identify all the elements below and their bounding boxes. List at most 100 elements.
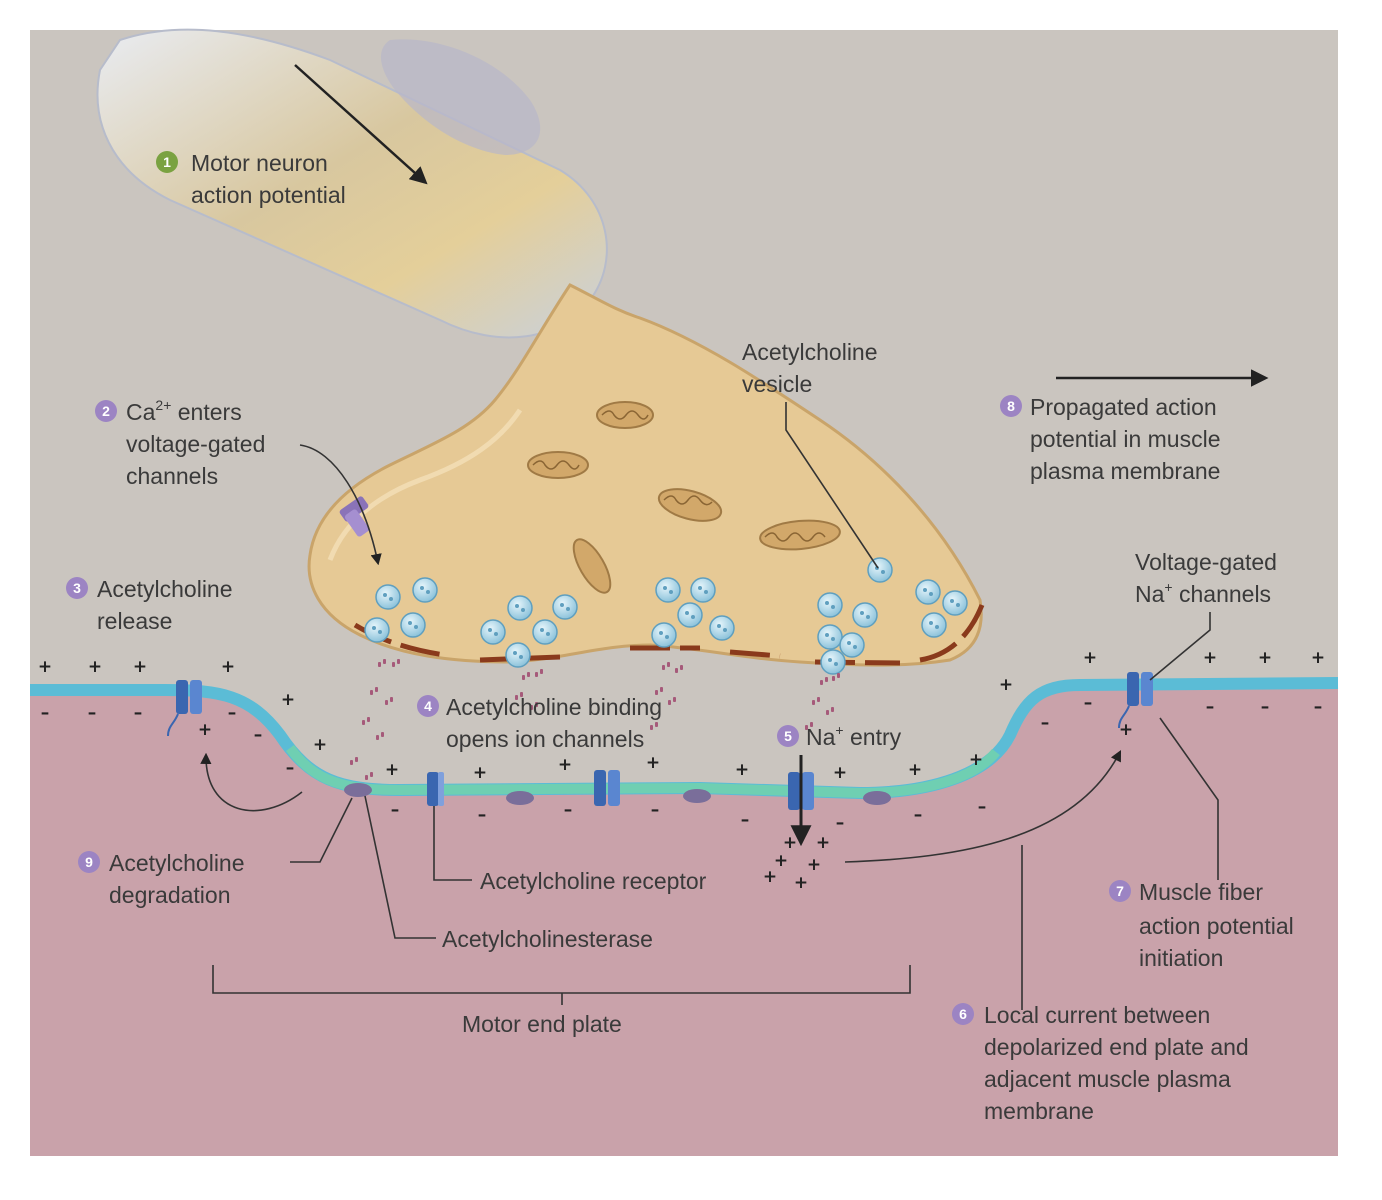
positive-charge: + bbox=[807, 855, 821, 875]
acetylcholine-molecule bbox=[660, 687, 663, 692]
esterase-label: Acetylcholinesterase bbox=[442, 926, 653, 952]
svg-text:6: 6 bbox=[959, 1006, 967, 1022]
step2-label-line2: voltage-gated bbox=[126, 431, 265, 457]
acetylcholine-vesicle-icon bbox=[655, 577, 681, 603]
acetylcholine-molecule bbox=[662, 665, 665, 670]
positive-charge: + bbox=[969, 750, 983, 770]
acetylcholine-molecule bbox=[378, 662, 381, 667]
acetylcholine-molecule bbox=[655, 722, 658, 727]
negative-charge: – bbox=[564, 800, 573, 820]
acetylcholine-molecule bbox=[831, 707, 834, 712]
negative-charge: – bbox=[1261, 697, 1270, 717]
step9-label-line1: Acetylcholine bbox=[109, 850, 245, 876]
svg-text:4: 4 bbox=[424, 698, 432, 714]
vesicle-label-line2: vesicle bbox=[742, 371, 812, 397]
negative-charge: – bbox=[978, 797, 987, 817]
positive-charge: + bbox=[763, 867, 777, 887]
step8-label-line1: Propagated action bbox=[1030, 394, 1217, 420]
positive-charge: + bbox=[88, 657, 102, 677]
step7-label-line1: Muscle fiber bbox=[1139, 879, 1263, 905]
na-channel-left-icon bbox=[167, 680, 202, 737]
mitochondrion-icon bbox=[596, 401, 654, 429]
positive-charge: + bbox=[1119, 720, 1133, 740]
acetylcholine-molecule bbox=[832, 676, 835, 681]
motor-end-plate-membrane bbox=[285, 744, 1000, 799]
acetylcholine-vesicle-icon bbox=[552, 594, 578, 620]
acetylcholine-vesicle-icon bbox=[532, 619, 558, 645]
negative-charge: – bbox=[286, 758, 295, 778]
negative-charge: – bbox=[391, 800, 400, 820]
acetylcholine-molecule bbox=[680, 665, 683, 670]
acetylcholine-molecule bbox=[375, 687, 378, 692]
positive-charge: + bbox=[198, 720, 212, 740]
acetylcholine-receptor-icon bbox=[788, 772, 814, 810]
acetylcholine-vesicle-icon bbox=[480, 619, 506, 645]
acetylcholine-vesicle-icon bbox=[942, 590, 968, 616]
acetylcholine-molecule bbox=[515, 695, 518, 700]
acetylcholine-molecule bbox=[820, 680, 823, 685]
acetylcholine-molecule bbox=[355, 757, 358, 762]
step3-label-line2: release bbox=[97, 608, 172, 634]
positive-charge: + bbox=[1311, 648, 1325, 668]
positive-charge: + bbox=[38, 657, 52, 677]
receptor-label: Acetylcholine receptor bbox=[480, 868, 707, 894]
acetylcholine-vesicle-icon bbox=[852, 602, 878, 628]
acetylcholine-molecule bbox=[527, 672, 530, 677]
svg-text:3: 3 bbox=[73, 580, 81, 596]
acetylcholine-molecules bbox=[350, 659, 840, 780]
calcium-channel-icon bbox=[339, 496, 370, 537]
step-6-badge: 6 bbox=[952, 1003, 974, 1025]
negative-charge: – bbox=[1314, 697, 1323, 717]
vesicle-label-line1: Acetylcholine bbox=[742, 339, 878, 365]
negative-charge: – bbox=[88, 703, 97, 723]
acetylcholine-molecule bbox=[530, 705, 533, 710]
vesicle-cluster bbox=[364, 557, 968, 675]
svg-text:8: 8 bbox=[1007, 398, 1015, 414]
negative-charge: – bbox=[254, 725, 263, 745]
acetylcholine-molecule bbox=[655, 690, 658, 695]
positive-charge: + bbox=[908, 760, 922, 780]
step-1-badge: 1 bbox=[156, 151, 178, 173]
acetylcholine-molecule bbox=[812, 700, 815, 705]
positive-charge: + bbox=[735, 760, 749, 780]
acetylcholine-vesicle-icon bbox=[820, 649, 846, 675]
acetylcholine-molecule bbox=[825, 677, 828, 682]
acetylcholine-molecule bbox=[370, 772, 373, 777]
acetylcholine-molecule bbox=[817, 697, 820, 702]
negative-charge: – bbox=[914, 805, 923, 825]
acetylcholine-receptor-icon bbox=[594, 770, 620, 806]
negative-charge: – bbox=[741, 810, 750, 830]
positive-charge: + bbox=[1258, 648, 1272, 668]
muscle-fiber bbox=[30, 688, 1338, 1156]
na-channel-label-line2: Na+ channels bbox=[1135, 579, 1271, 607]
acetylcholine-vesicle-icon bbox=[677, 602, 703, 628]
acetylcholine-molecule bbox=[668, 700, 671, 705]
acetylcholine-vesicle-icon bbox=[364, 617, 390, 643]
acetylcholine-molecule bbox=[381, 732, 384, 737]
acetylcholine-vesicle-icon bbox=[817, 592, 843, 618]
step2-label-line1: Ca2+ enters bbox=[126, 397, 242, 425]
acetylcholine-vesicle-icon bbox=[651, 622, 677, 648]
step2-label-line3: channels bbox=[126, 463, 218, 489]
acetylcholine-molecule bbox=[540, 669, 543, 674]
acetylcholine-molecule bbox=[535, 672, 538, 677]
acetylcholine-vesicle-icon bbox=[690, 577, 716, 603]
step5-label: Na+ entry bbox=[806, 722, 902, 750]
negative-charge: – bbox=[836, 813, 845, 833]
degradation-arrow bbox=[200, 752, 303, 812]
step1-label-line2: action potential bbox=[191, 182, 346, 208]
acetylcholinesterase-icon bbox=[344, 783, 891, 805]
step-4-badge: 4 bbox=[417, 695, 439, 717]
svg-text:7: 7 bbox=[1116, 883, 1124, 899]
acetylcholine-molecule bbox=[383, 659, 386, 664]
positive-charge: + bbox=[1083, 648, 1097, 668]
degradation-leader bbox=[290, 797, 353, 863]
mitochondrion-icon bbox=[527, 451, 589, 479]
negative-charge: – bbox=[1041, 713, 1050, 733]
acetylcholine-vesicle-icon bbox=[400, 612, 426, 638]
acetylcholine-molecule bbox=[826, 710, 829, 715]
acetylcholine-vesicle-icon bbox=[817, 624, 843, 650]
positive-charge: + bbox=[833, 763, 847, 783]
ca-entry-arrow bbox=[299, 444, 382, 566]
